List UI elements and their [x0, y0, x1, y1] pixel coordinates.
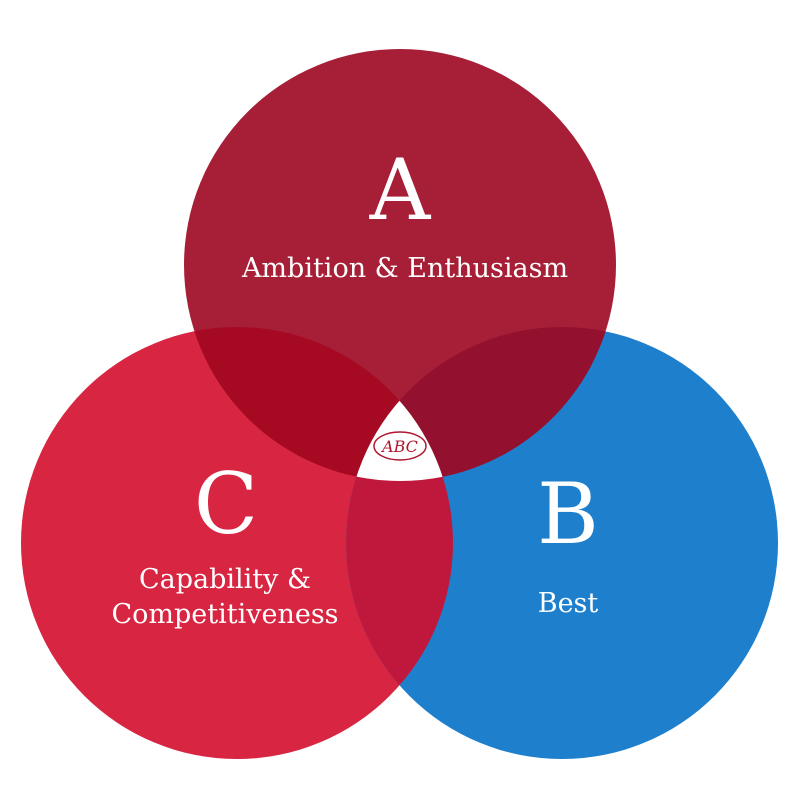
abc-logo: ABC — [373, 431, 427, 461]
circle-c-letter: C — [193, 455, 259, 553]
overlap-ac — [184, 327, 453, 481]
overlap-ab — [346, 327, 616, 481]
circle-c-label-line2: Competitiveness — [111, 599, 339, 630]
circle-c-label-line1: Capability & — [138, 564, 312, 595]
circle-a-letter: A — [369, 141, 431, 239]
circle-a-label: Ambition & Enthusiasm — [241, 253, 569, 284]
circle-b-letter: B — [537, 465, 599, 563]
circle-b-label: Best — [537, 588, 599, 619]
svg-text:ABC: ABC — [380, 437, 418, 456]
